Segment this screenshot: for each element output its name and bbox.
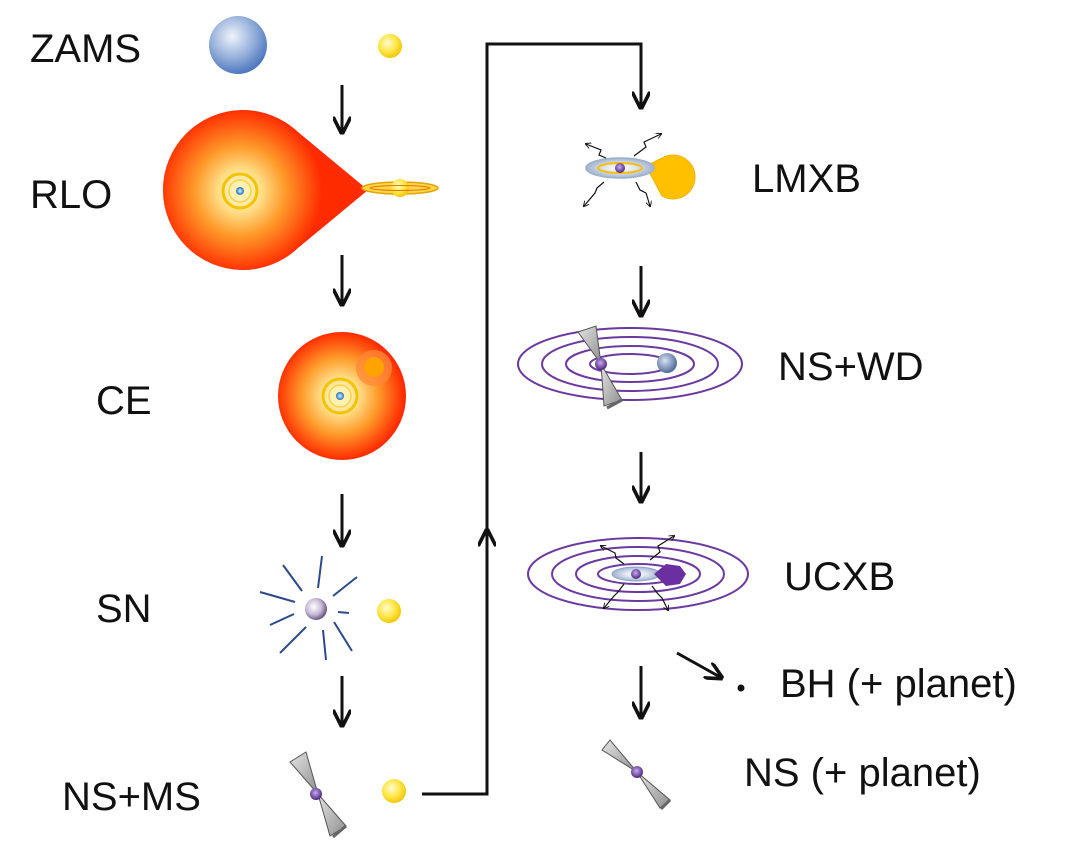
right-flow-arrows: [641, 266, 720, 716]
stage-label-zams: ZAMS: [30, 27, 141, 71]
companion-star-icon: [377, 599, 401, 623]
stage-label-ucxb: UCXB: [784, 555, 895, 599]
ucxb-system-icon: [527, 536, 749, 610]
stage-label-lmxb: LMXB: [752, 157, 861, 201]
x-ray-emission-icon: [601, 536, 674, 610]
stage-label-ns-wd: NS+WD: [778, 345, 924, 389]
common-envelope-icon: [278, 332, 406, 460]
companion-star-icon: [382, 779, 406, 803]
supernova-icon: [259, 555, 358, 661]
roche-lobe-overflow-icon: [162, 109, 439, 270]
stage-label-ce: CE: [96, 379, 152, 423]
stage-label-sn: SN: [96, 587, 152, 631]
x-ray-emission-icon: [584, 134, 661, 206]
outcome-label-ns-planet: NS (+ planet): [744, 751, 981, 795]
ns-wd-system-icon: [517, 325, 743, 410]
stage-label-ns-ms: NS+MS: [62, 775, 201, 819]
black-hole-icon: [737, 684, 745, 692]
companion-star-icon: [378, 34, 402, 58]
gravitational-wave-rings-icon: [517, 327, 743, 401]
stage-label-rlo: RLO: [30, 173, 112, 217]
massive-star-icon: [209, 16, 267, 74]
pulsar-icon: [289, 751, 347, 839]
white-dwarf-icon: [657, 353, 677, 373]
pulsar-icon: [601, 739, 672, 811]
zams-stage: [209, 16, 402, 74]
connector-arrow: [422, 42, 641, 796]
outcome-label-bh-planet: BH (+ planet): [780, 662, 1017, 706]
lmxb-system-icon: [584, 134, 696, 206]
